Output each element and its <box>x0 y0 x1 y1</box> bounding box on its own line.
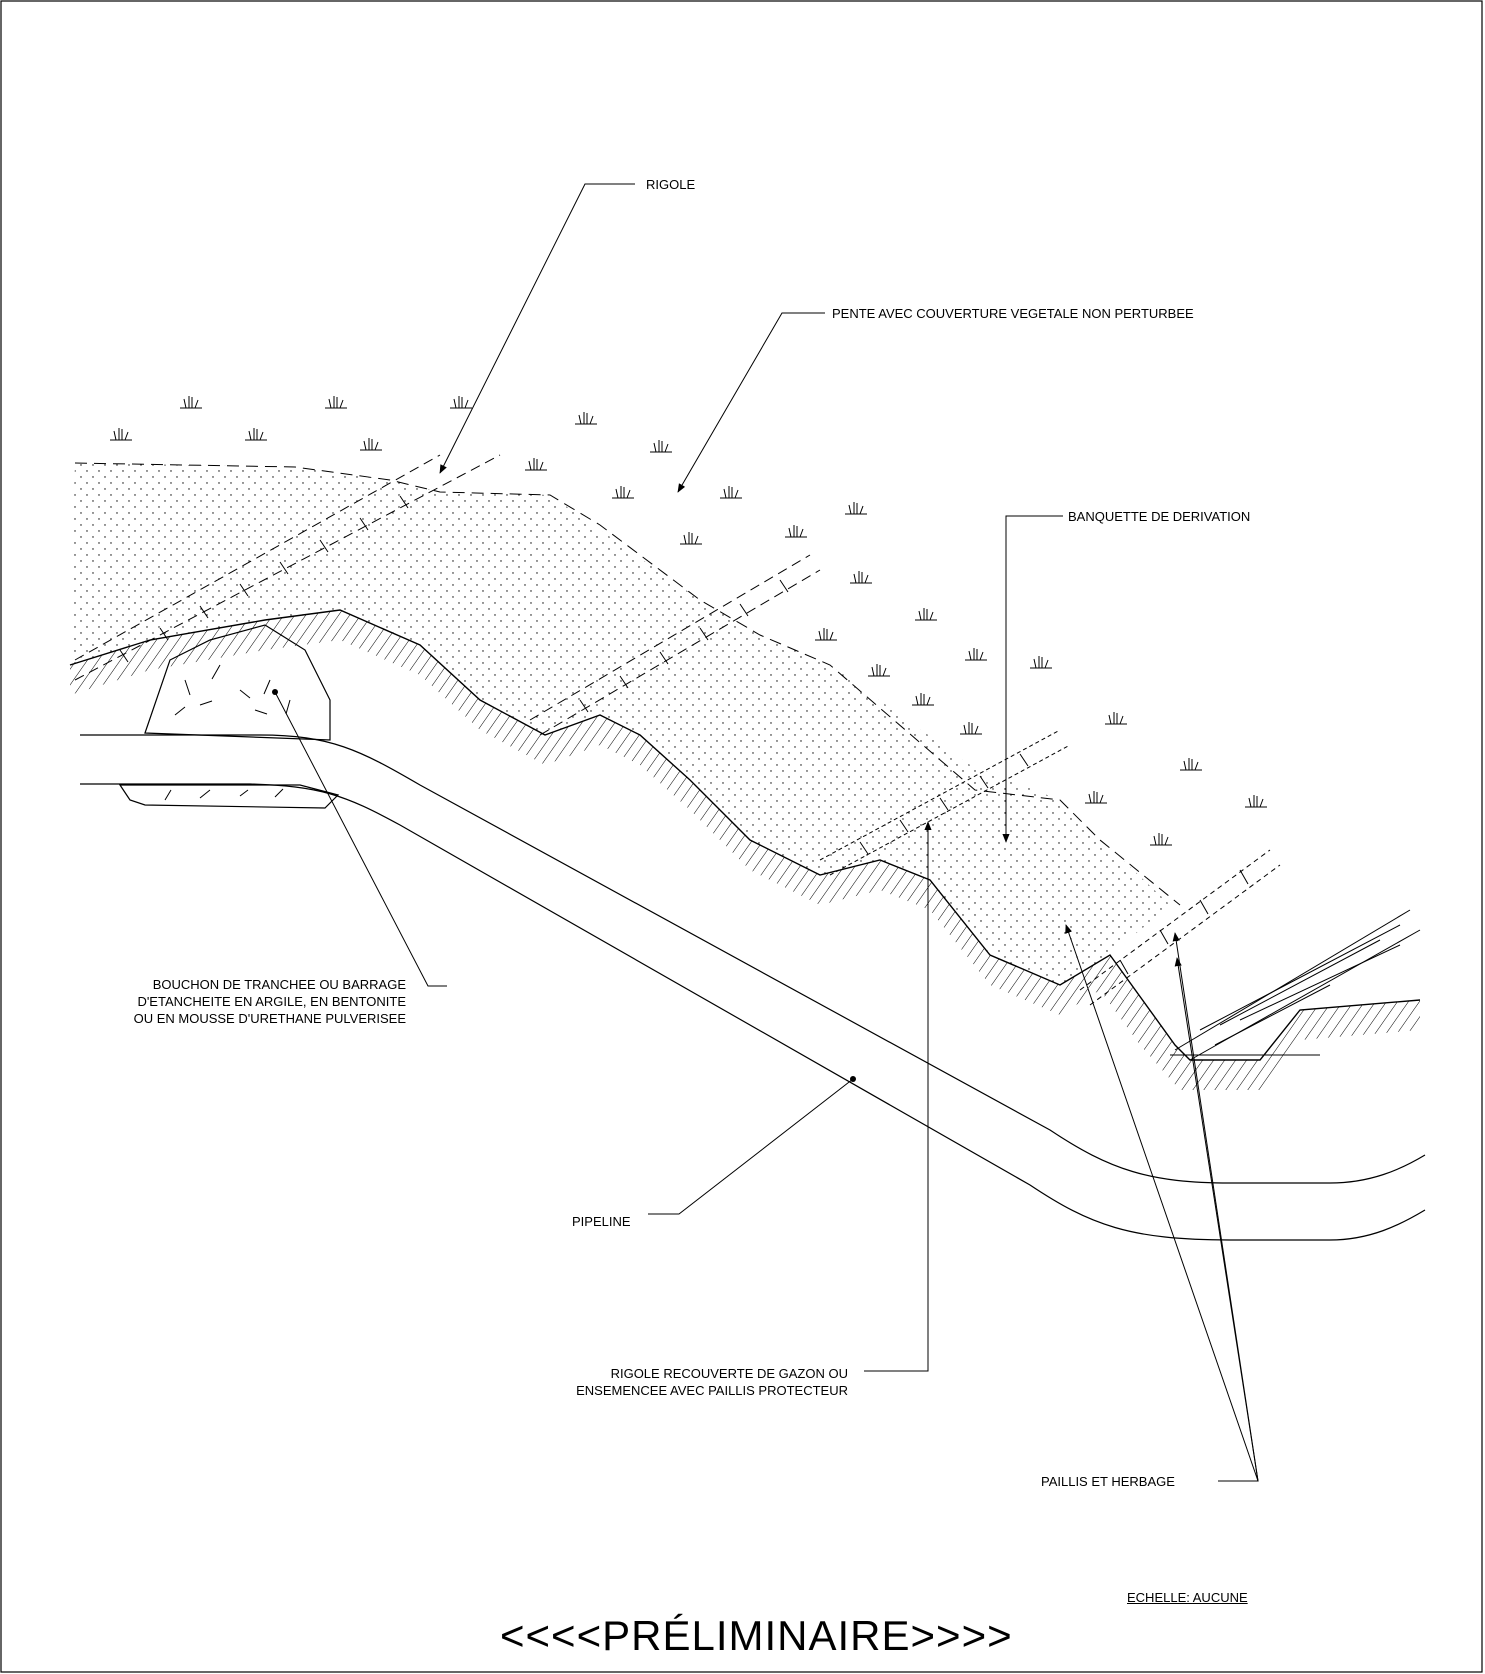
label-pipeline: PIPELINE <box>572 1214 631 1229</box>
leader-pipeline <box>648 1078 854 1215</box>
trench-plug-texture <box>164 664 291 801</box>
leader-pipeline-dot <box>850 1076 856 1082</box>
label-bouchon-line-1: BOUCHON DE TRANCHEE OU BARRAGE <box>152 977 406 992</box>
label-banquette: BANQUETTE DE DERIVATION <box>1068 509 1251 524</box>
trench-plug-lower <box>118 784 340 809</box>
pipeline-bottom <box>80 783 1426 1241</box>
preliminary-stamp: <<<<PRÉLIMINAIRE>>>> <box>500 1612 1013 1659</box>
leader-paillis-3 <box>1172 932 1259 1482</box>
label-paillis: PAILLIS ET HERBAGE <box>1041 1474 1175 1489</box>
label-bouchon-line-2: D'ETANCHEITE EN ARGILE, EN BENTONITE <box>137 994 406 1009</box>
leader-bouchon <box>274 691 447 987</box>
label-rigole-recouverte: RIGOLE RECOUVERTE DE GAZON OU ENSEMENCEE… <box>576 1365 848 1399</box>
pipeline-top <box>80 734 1426 1184</box>
label-bouchon: BOUCHON DE TRANCHEE OU BARRAGE D'ETANCHE… <box>134 976 406 1027</box>
label-bouchon-line-3: OU EN MOUSSE D'URETHANE PULVERISEE <box>133 1011 406 1026</box>
soil-hatch <box>70 610 1420 1090</box>
diversion-berm-lower <box>819 729 1071 876</box>
diversion-berm-middle <box>529 554 821 736</box>
leader-rigole-recouverte <box>864 821 932 1372</box>
leader-pente <box>677 312 825 493</box>
label-rigole-recouverte-line-1: RIGOLE RECOUVERTE DE GAZON OU <box>610 1366 848 1381</box>
trench-plug <box>144 624 331 741</box>
leader-paillis-1 <box>1065 924 1259 1482</box>
leader-rigole <box>439 183 635 474</box>
label-rigole-recouverte-line-2: ENSEMENCEE AVEC PAILLIS PROTECTEUR <box>576 1383 848 1398</box>
undisturbed-ground-line <box>74 462 1181 906</box>
label-rigole: RIGOLE <box>646 177 696 192</box>
leader-banquette <box>1002 515 1063 843</box>
scale-note: ECHELLE: AUCUNE <box>1127 1590 1248 1605</box>
label-pente: PENTE AVEC COUVERTURE VEGETALE NON PERTU… <box>832 306 1194 321</box>
leader-lines <box>272 183 1259 1482</box>
ditch-section <box>1170 909 1421 1061</box>
leader-bouchon-dot <box>272 689 278 695</box>
backfill-stipple <box>70 463 1170 985</box>
